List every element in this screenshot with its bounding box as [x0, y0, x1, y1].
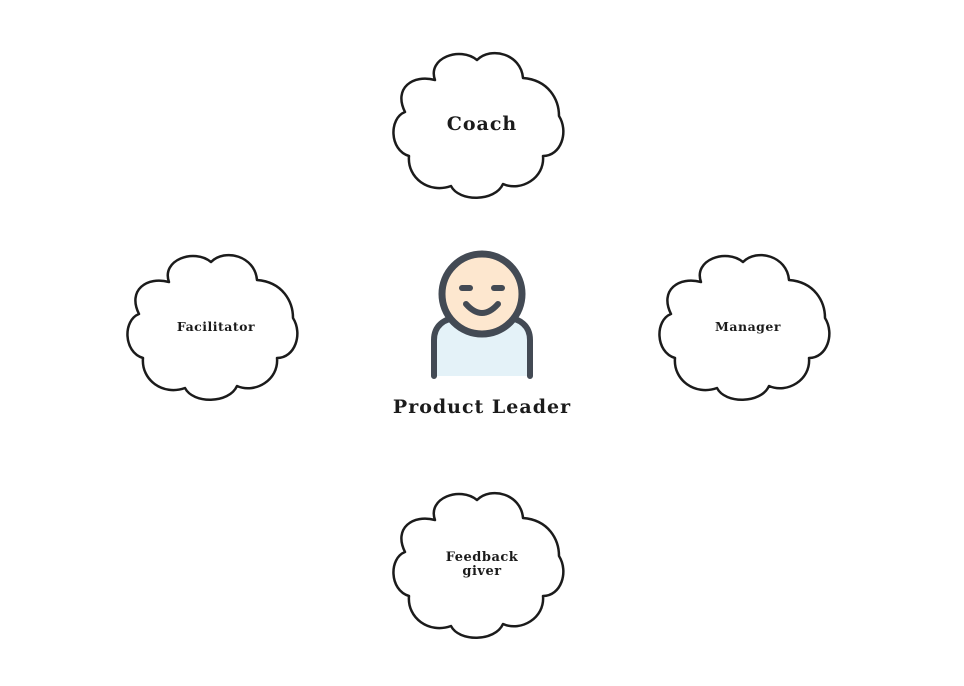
role-label-left: Facilitator [176, 319, 256, 335]
role-label-top: Coach [446, 113, 518, 136]
cloud-coach: Coach [392, 51, 569, 200]
role-label-bottom: Feedback giver [445, 550, 519, 579]
center-label: Product Leader [392, 396, 572, 418]
cloud-manager: Manager [658, 253, 835, 402]
role-label-right: Manager [715, 319, 781, 335]
cloud-facilitator: Facilitator [126, 253, 303, 402]
cloud-feedback-giver: Feedback giver [392, 491, 569, 640]
smiling-person-icon [431, 250, 533, 379]
